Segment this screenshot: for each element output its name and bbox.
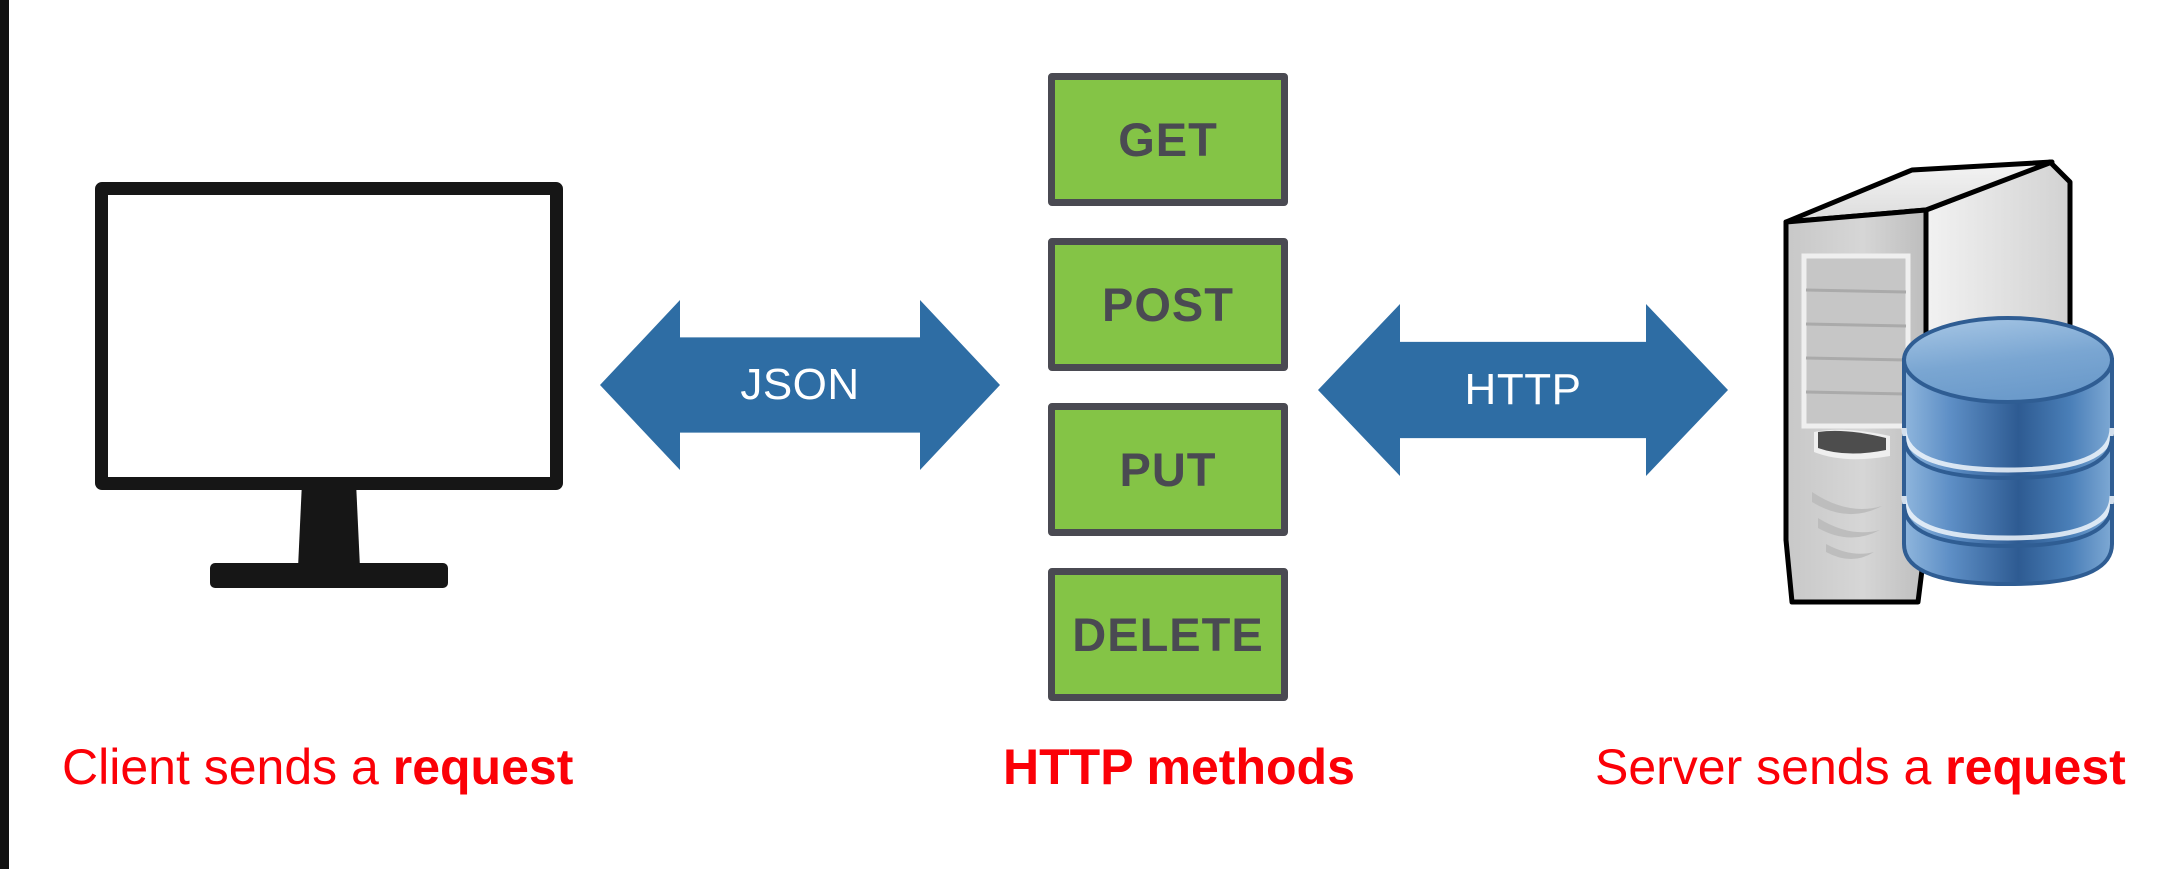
method-label-post: POST	[1102, 278, 1234, 331]
client-caption: Client sends a request	[62, 742, 573, 792]
method-label-put: PUT	[1119, 443, 1217, 496]
client-caption-prefix: Client sends a	[62, 739, 393, 795]
method-box-get[interactable]: GET	[1048, 73, 1288, 206]
left-edge-band	[0, 0, 9, 869]
json-arrow-label: JSON	[740, 360, 860, 409]
methods-caption: HTTP methods	[1003, 739, 1355, 795]
http-double-headed-arrow-icon: HTTP	[1318, 304, 1728, 476]
client-caption-emphasis: request	[392, 739, 574, 795]
database-cylinder-icon	[1901, 316, 2115, 587]
server-caption-prefix: Server sends a	[1595, 739, 1946, 795]
monitor-screen	[95, 182, 563, 490]
method-box-post[interactable]: POST	[1048, 238, 1288, 371]
method-box-delete[interactable]: DELETE	[1048, 568, 1288, 701]
server-drive-bays	[1801, 253, 1911, 429]
method-label-delete: DELETE	[1072, 608, 1264, 661]
server-optical-drive	[1814, 429, 1890, 460]
method-box-put[interactable]: PUT	[1048, 403, 1288, 536]
json-double-headed-arrow-icon: JSON	[600, 300, 1000, 470]
server-vents	[1812, 492, 1882, 559]
http-arrow-label: HTTP	[1464, 365, 1582, 414]
method-label-get: GET	[1118, 113, 1218, 166]
monitor-neck	[298, 488, 360, 568]
monitor-base	[210, 563, 448, 588]
server-caption: Server sends a request	[1595, 742, 2126, 792]
server-caption-emphasis: request	[1945, 739, 2126, 795]
server-tower-database-icon	[1740, 140, 2159, 630]
